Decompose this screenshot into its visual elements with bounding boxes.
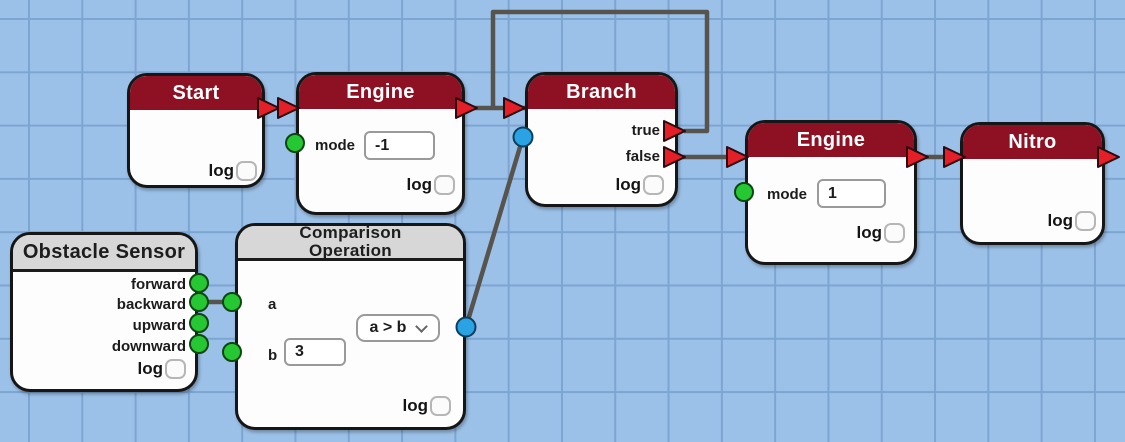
- node-obstacle-sensor-header[interactable]: Obstacle Sensor: [13, 235, 195, 272]
- node-comparison-operation-header[interactable]: Comparison Operation: [238, 226, 463, 261]
- node-title: Obstacle Sensor: [22, 240, 186, 263]
- node-title-line2: Operation: [309, 241, 392, 260]
- comparison-operator-value: a > b: [369, 319, 407, 336]
- log-checkbox[interactable]: [165, 359, 186, 379]
- node-comparison-operation[interactable]: Comparison Operation a b a > b log: [235, 223, 466, 430]
- node-title: Branch: [566, 80, 637, 103]
- comparison-b-label: b: [268, 347, 278, 364]
- node-title: Engine: [796, 128, 866, 151]
- log-row: log: [402, 396, 451, 416]
- branch-exec-in-port[interactable]: [503, 97, 526, 119]
- comparison-b-input[interactable]: [284, 338, 346, 366]
- mode-label: mode: [315, 137, 356, 154]
- log-label: log: [1047, 211, 1074, 230]
- chevron-down-icon: [415, 320, 429, 333]
- log-label: log: [406, 175, 433, 194]
- log-checkbox[interactable]: [1075, 211, 1096, 231]
- node-title: Nitro: [1008, 130, 1057, 153]
- node-title: Start: [172, 81, 220, 104]
- mode-label: mode: [767, 186, 808, 203]
- log-checkbox[interactable]: [434, 175, 455, 195]
- mode-input[interactable]: [364, 131, 435, 160]
- sensor-upward-label: upward: [132, 317, 186, 334]
- node-engine-1[interactable]: Engine mode log: [296, 72, 465, 215]
- sensor-backward-label: backward: [116, 296, 186, 313]
- log-checkbox[interactable]: [236, 161, 257, 181]
- node-title-line1: Comparison: [299, 223, 402, 242]
- node-engine-1-header[interactable]: Engine: [299, 75, 462, 109]
- node-engine-2-header[interactable]: Engine: [748, 123, 914, 157]
- comparison-operator-dropdown[interactable]: a > b: [356, 314, 440, 342]
- log-checkbox[interactable]: [430, 396, 451, 416]
- branch-false-label: false: [625, 148, 660, 165]
- sensor-forward-label: forward: [130, 276, 186, 293]
- log-row: log: [208, 161, 257, 181]
- log-checkbox[interactable]: [884, 223, 905, 243]
- mode-input[interactable]: [817, 179, 886, 208]
- sensor-downward-label: downward: [111, 338, 186, 355]
- wire-comparison-to-branch: [463, 136, 526, 328]
- log-row: log: [1047, 211, 1096, 231]
- node-obstacle-sensor[interactable]: Obstacle Sensor forward backward upward …: [10, 232, 198, 392]
- comparison-a-label: a: [268, 296, 277, 313]
- log-row: log: [406, 175, 455, 195]
- branch-true-label: true: [631, 122, 660, 139]
- log-label: log: [856, 223, 883, 242]
- node-start[interactable]: Start log: [127, 73, 265, 188]
- node-branch[interactable]: Branch true false log: [525, 72, 678, 207]
- node-branch-header[interactable]: Branch: [528, 75, 675, 109]
- log-row: log: [615, 175, 664, 195]
- log-row: log: [856, 223, 905, 243]
- node-nitro-header[interactable]: Nitro: [963, 125, 1102, 159]
- log-row: log: [137, 359, 186, 379]
- log-label: log: [137, 359, 164, 378]
- node-start-header[interactable]: Start: [130, 76, 262, 110]
- node-nitro[interactable]: Nitro log: [960, 122, 1105, 245]
- log-label: log: [615, 175, 642, 194]
- node-title: Engine: [346, 80, 415, 103]
- log-label: log: [402, 396, 429, 415]
- node-engine-2[interactable]: Engine mode log: [745, 120, 917, 265]
- log-label: log: [208, 161, 235, 180]
- log-checkbox[interactable]: [643, 175, 664, 195]
